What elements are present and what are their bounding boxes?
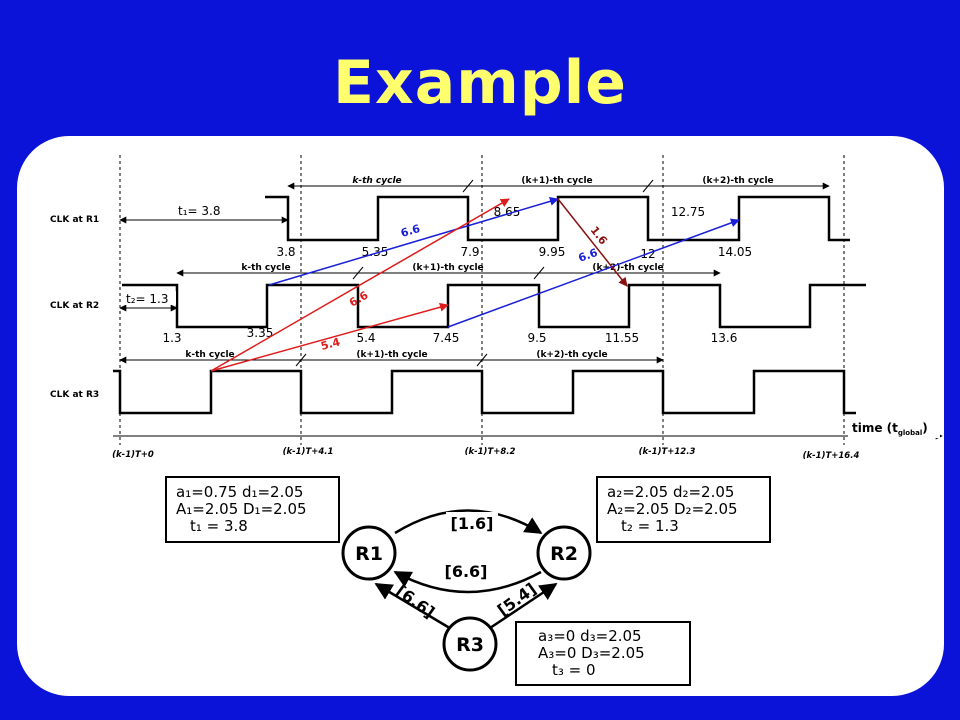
arrow-label-blue2: 6.6 (577, 246, 600, 265)
blue-arrow-r1-to-r2 (447, 218, 740, 328)
param-box-r3-line3: t₃ = 0 (552, 661, 596, 679)
clock-waveform-r1 (265, 195, 850, 242)
cycle-divider (462, 179, 474, 193)
red-arrow-r3-to-r2 (210, 302, 449, 372)
param-box-r2: a₂=2.05 d₂=2.05 A₂=2.05 D₂=2.05 t₂ = 1.3 (596, 476, 771, 543)
cycle-divider (295, 353, 307, 367)
cycle-divider (476, 353, 488, 367)
edge-time-label: 3.8 (276, 245, 295, 259)
content-panel (17, 136, 944, 696)
dark-arrow-r1-to-r2 (557, 198, 628, 287)
time-tick-label: (k-1)T+16.4 (803, 451, 860, 461)
row-label-r1: CLK at R1 (50, 215, 99, 225)
edge-time-label: 9.5 (527, 331, 546, 345)
cycle-label: (k+1)-th cycle (521, 176, 592, 186)
node-r3-label: R3 (456, 634, 484, 656)
arrow-label-red1: 6.6 (347, 288, 371, 309)
edge-label-r3-r2: [5.4] (494, 579, 540, 620)
time-tick-label: (k-1)T+4.1 (283, 447, 334, 457)
row-label-r2: CLK at R2 (50, 301, 99, 311)
param-box-r2-line2: A₂=2.05 D₂=2.05 (607, 500, 738, 518)
node-r1: R1 (341, 525, 397, 581)
blue-arrow-r2-to-r1 (268, 196, 559, 286)
cycle-label: k-th cycle (352, 176, 401, 186)
clock-waveform-r2 (122, 283, 866, 329)
node-r3: R3 (442, 616, 498, 672)
edge-time-label: 1.3 (162, 331, 181, 345)
arrow-label-blue1: 6.6 (399, 222, 422, 240)
edge-time-label: 14.05 (718, 245, 752, 259)
cycle-divider (533, 266, 545, 280)
param-box-r3-line2: A₃=0 D₃=2.05 (538, 644, 645, 662)
edge-time-label: 11.55 (605, 331, 639, 345)
param-box-r3-line1: a₃=0 d₃=2.05 (538, 627, 642, 645)
offset-label-r2: t₂= 1.3 (126, 292, 168, 306)
cycle-label: (k+2)-th cycle (536, 350, 607, 360)
arrow-label-dark: 1.6 (588, 224, 610, 248)
time-tick-label: (k-1)T+0 (112, 450, 154, 460)
param-box-r2-line1: a₂=2.05 d₂=2.05 (607, 483, 734, 501)
edge-time-label: 9.95 (539, 245, 566, 259)
cycle-label: k-th cycle (185, 350, 234, 360)
edge-label-r1-r2: [1.6] (451, 514, 494, 533)
time-tick-label: (k-1)T+8.2 (465, 447, 516, 457)
cycle-label: (k+1)-th cycle (412, 263, 483, 273)
cycle-divider (352, 266, 364, 280)
edge-time-label: 13.6 (711, 331, 738, 345)
clock-waveform-r3 (113, 369, 856, 415)
node-r1-label: R1 (355, 543, 383, 565)
cycle-label: (k+1)-th cycle (356, 350, 427, 360)
param-box-r1-line2: A₁=2.05 D₁=2.05 (176, 500, 307, 518)
param-box-r3: a₃=0 d₃=2.05 A₃=0 D₃=2.05 t₃ = 0 (515, 621, 691, 686)
cycle-label: (k+2)-th cycle (702, 176, 773, 186)
param-box-r1-line3: t₁ = 3.8 (190, 517, 248, 535)
cycle-label: k-th cycle (241, 263, 290, 273)
cycle-divider (642, 179, 654, 193)
edge-time-label: 12.75 (671, 205, 705, 219)
cycle-label: (k+2)-th cycle (592, 263, 663, 273)
edge-label-r2-r1: [6.6] (445, 562, 488, 581)
red-arrow-r3-to-r1 (210, 198, 510, 372)
row-label-r3: CLK at R3 (50, 390, 99, 400)
edge-time-label: 5.4 (356, 331, 375, 345)
node-r2: R2 (536, 525, 592, 581)
edge-time-label: 7.9 (460, 245, 479, 259)
edge-time-label: 7.45 (433, 331, 460, 345)
edge-r1-to-r2 (394, 509, 543, 535)
param-box-r1: a₁=0.75 d₁=2.05 A₁=2.05 D₁=2.05 t₁ = 3.8 (165, 476, 340, 543)
node-r2-label: R2 (550, 543, 578, 565)
edge-r2-to-r1 (393, 570, 542, 594)
slide-title: Example (333, 48, 627, 118)
param-box-r1-line1: a₁=0.75 d₁=2.05 (176, 483, 303, 501)
time-axis-label: time (tglobal) (852, 421, 928, 437)
arrow-label-red2: 5.4 (319, 335, 342, 353)
edge-time-label: 3.35 (247, 326, 274, 340)
edge-r3-to-r2 (486, 582, 558, 632)
edge-r3-to-r1 (374, 582, 454, 632)
offset-label-r1: t₁= 3.8 (178, 204, 220, 218)
time-tick-label: (k-1)T+12.3 (639, 447, 696, 457)
param-box-r2-line3: t₂ = 1.3 (621, 517, 679, 535)
